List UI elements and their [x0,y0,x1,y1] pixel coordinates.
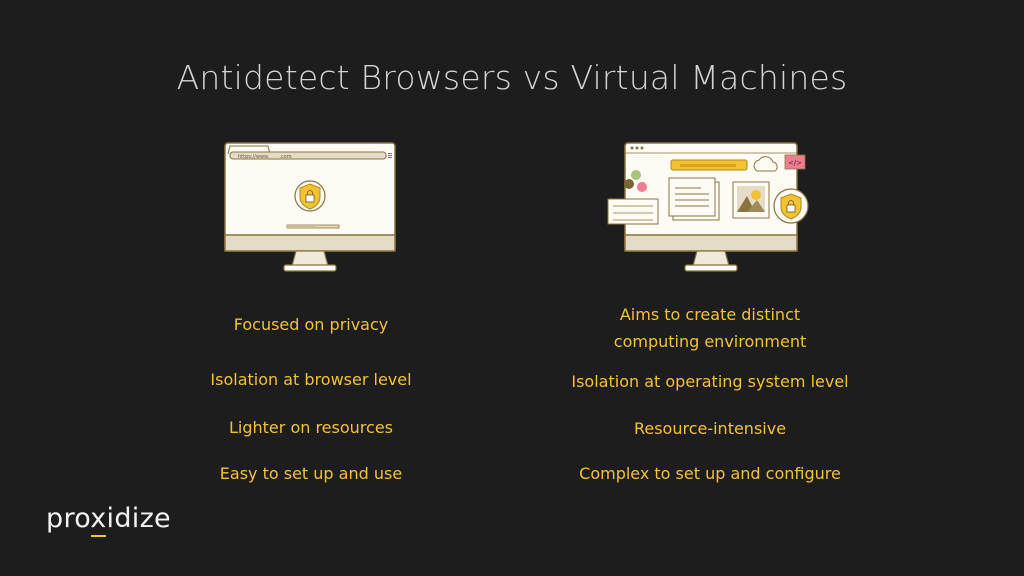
right-item: Isolation at operating system level [571,372,849,391]
browser-monitor-illustration: https://www.____.com [224,142,396,272]
proxidize-logo: proxidize [46,503,171,534]
address-bar-text: https://www.____.com [238,154,292,160]
left-item: Easy to set up and use [219,464,403,483]
code-icon: </> [788,159,802,167]
left-item: Focused on privacy [233,315,389,334]
logo-text: idize [106,503,171,534]
right-item: Resource-intensive [633,419,787,438]
page-title: Antidetect Browsers vs Virtual Machines [176,58,848,97]
left-item: Isolation at browser level [210,370,412,389]
gears-icon [624,170,647,192]
right-item: Aims to create distinct computing enviro… [613,305,807,351]
virtual-machine-monitor-illustration: </> [607,142,809,272]
left-item: Lighter on resources [229,418,393,437]
shield-lock-icon [773,188,809,224]
logo-text: pro [46,503,91,534]
logo-text: x [90,503,107,534]
right-item: Complex to set up and configure [579,464,841,483]
shield-lock-icon [294,180,326,212]
